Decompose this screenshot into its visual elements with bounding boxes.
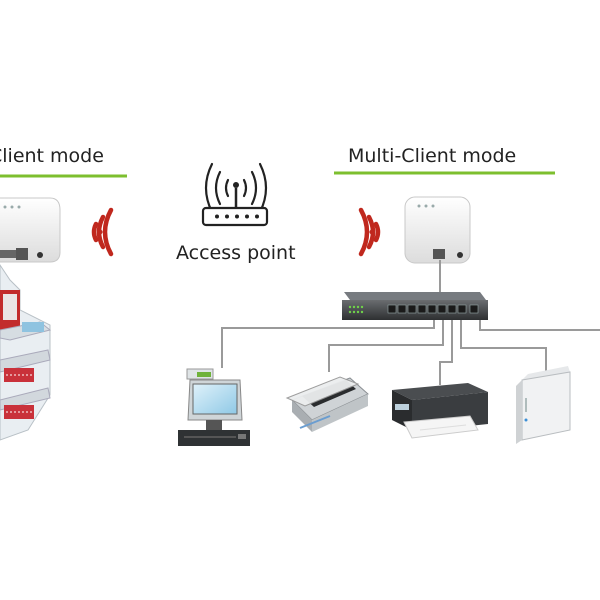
print-server-icon bbox=[404, 196, 471, 264]
multi-client-mode-title: Multi-Client mode bbox=[348, 145, 517, 167]
printer-icon bbox=[392, 383, 488, 439]
access-point-label: Access point bbox=[176, 242, 296, 264]
network-switch-icon bbox=[342, 292, 488, 320]
wireless-signal-icon bbox=[358, 207, 381, 257]
pos-terminal-icon bbox=[178, 368, 250, 446]
access-point-icon bbox=[201, 162, 269, 227]
ethernet-cables bbox=[221, 260, 600, 385]
wireless-signal-icon bbox=[91, 207, 114, 257]
client-mode-title: Client mode bbox=[0, 145, 104, 167]
print-server-icon bbox=[0, 197, 61, 263]
scanner-icon bbox=[285, 376, 369, 432]
industrial-machine-icon bbox=[0, 264, 52, 441]
nas-drive-icon bbox=[516, 366, 571, 444]
